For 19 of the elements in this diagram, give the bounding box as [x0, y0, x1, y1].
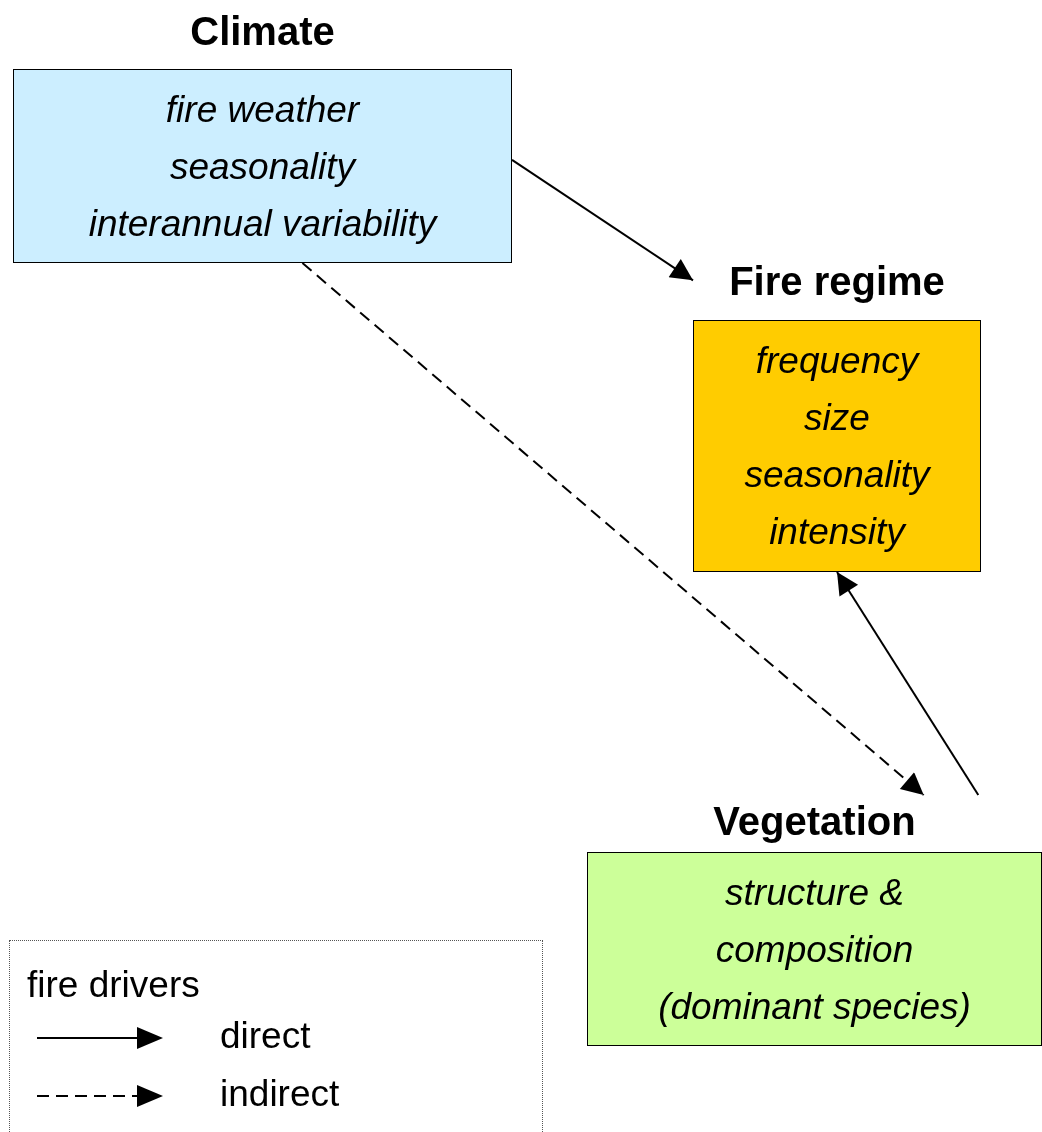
- legend-text: indirect: [220, 1072, 340, 1116]
- node-item-text: size: [804, 396, 870, 440]
- node-item-text: intensity: [769, 510, 905, 554]
- arrow: [301, 262, 925, 796]
- node-item-text: interannual variability: [88, 201, 437, 246]
- node-item-text: seasonality: [744, 453, 930, 497]
- legend-text: direct: [220, 1014, 311, 1058]
- node-item-text: structure &: [725, 870, 904, 915]
- node-item-text: composition: [715, 927, 914, 972]
- node-heading: Vegetation: [713, 798, 916, 845]
- node-item-text: (dominant species): [658, 984, 971, 1029]
- node-heading: Climate: [190, 8, 335, 55]
- arrow: [836, 571, 980, 796]
- node-item-text: frequency: [755, 339, 919, 383]
- node-heading: Fire regime: [729, 258, 945, 305]
- node-item-text: seasonality: [169, 144, 356, 189]
- legend-title: fire drivers: [27, 963, 200, 1007]
- node-item-text: fire weather: [165, 87, 360, 132]
- arrow: [511, 158, 694, 282]
